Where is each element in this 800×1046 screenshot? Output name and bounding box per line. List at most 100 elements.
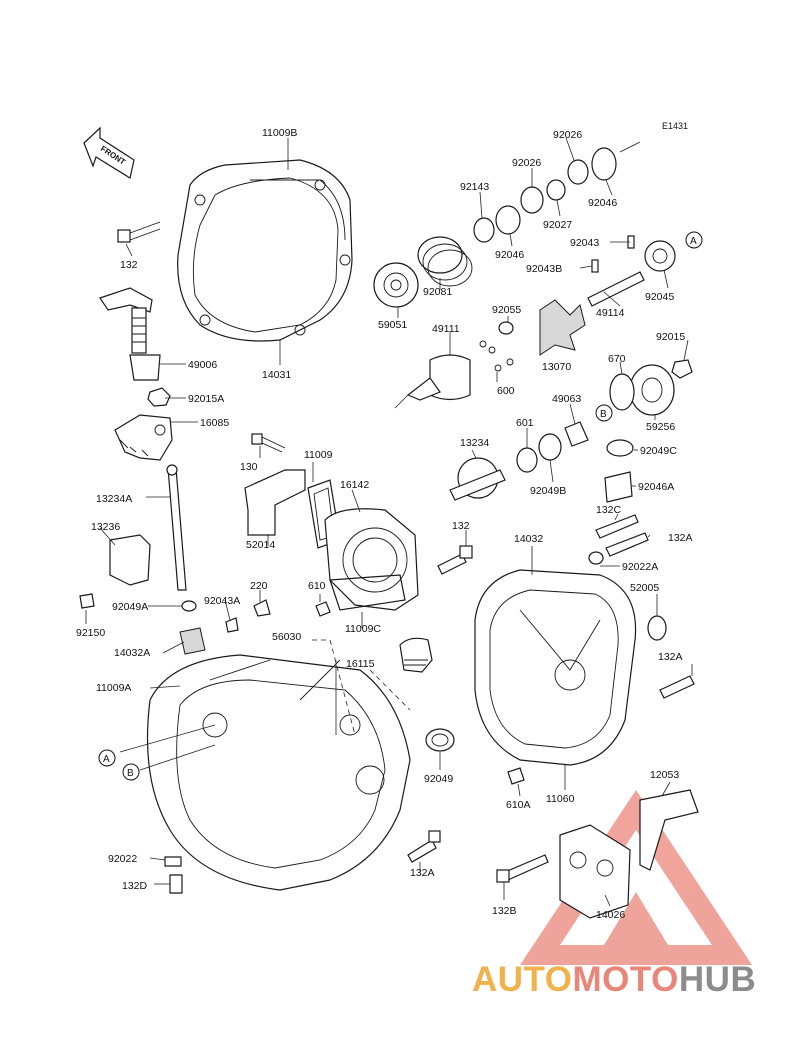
bolt-132A-a	[605, 532, 649, 557]
label-92026: 92026	[512, 157, 541, 169]
label-132: 132	[120, 259, 138, 271]
label-132D: 132D	[122, 880, 148, 892]
bearing-92046b	[591, 147, 617, 181]
label-92022A: 92022A	[622, 561, 658, 573]
label-49114: 49114	[596, 307, 625, 319]
seal-601	[516, 447, 538, 473]
nut-132-pump	[459, 545, 473, 559]
label-92150: 92150	[76, 627, 105, 639]
dowel-610	[315, 601, 331, 617]
label-610A: 610A	[506, 799, 531, 811]
guard-14026	[559, 824, 631, 919]
spring-92081	[417, 236, 473, 287]
bolt-132A-b	[659, 675, 695, 699]
label-49006: 49006	[188, 359, 217, 371]
clutch-outer-cover	[474, 569, 637, 766]
label-92045: 92045	[645, 291, 674, 303]
watermark-moto: MOTO	[572, 960, 679, 999]
label-13234A: 13234A	[96, 493, 132, 505]
bolt-132	[117, 221, 161, 243]
seal-92049C	[606, 439, 634, 457]
oring-92055	[498, 321, 514, 335]
label-56030: 56030	[272, 631, 301, 643]
label-92046-right: 92046	[588, 197, 617, 209]
label-132A-b: 132A	[658, 651, 683, 663]
label-14026: 14026	[596, 909, 625, 921]
washer-92022	[164, 856, 182, 867]
bearing-92046a	[495, 205, 521, 235]
label-14032A: 14032A	[114, 647, 150, 659]
label-92049C: 92049C	[640, 445, 677, 457]
pin-92043B	[591, 259, 599, 273]
leader-lines	[85, 137, 693, 907]
pump-cover	[324, 508, 419, 611]
bearing-92049B	[538, 433, 562, 461]
callout-B-left: B	[122, 763, 140, 781]
label-92043A: 92043A	[204, 595, 240, 607]
bolt-132A-lower	[407, 839, 437, 863]
washer-92143	[473, 217, 495, 243]
callout-B-right: B	[595, 404, 613, 422]
svg-text:A: A	[690, 236, 697, 247]
label-52005: 52005	[630, 582, 659, 594]
label-132A-lower: 132A	[410, 867, 435, 879]
label-132-pump: 132	[452, 520, 470, 532]
label-11009C: 11009C	[345, 623, 381, 635]
label-601: 601	[516, 417, 534, 429]
pump-gear-59051	[373, 262, 419, 308]
bolt-92150	[79, 593, 95, 609]
nut-92015	[671, 359, 693, 379]
watermark-text: AUTOMOTOHUB	[472, 960, 756, 1000]
bolt-132C	[595, 514, 639, 539]
label-132C: 132C	[596, 504, 622, 516]
label-49063: 49063	[552, 393, 581, 405]
pipe-52014	[244, 469, 306, 536]
part-labels: 11009B 132 14031 49006 92015A 16085 130 …	[76, 127, 693, 921]
bearing-92046A	[604, 471, 633, 503]
label-52014: 52014	[246, 539, 275, 551]
ratchet-gear	[114, 414, 173, 461]
plug-14032A	[179, 627, 206, 655]
label-92055: 92055	[492, 304, 521, 316]
label-610: 610	[308, 580, 326, 592]
label-132B: 132B	[492, 905, 517, 917]
label-92015A: 92015A	[188, 393, 224, 405]
label-59256: 59256	[646, 421, 675, 433]
label-13236: 13236	[91, 521, 120, 533]
bolt-132D	[169, 874, 183, 894]
gear-holder	[109, 534, 151, 586]
label-11009A: 11009A	[96, 682, 131, 694]
diagram-code: E1431	[662, 121, 688, 131]
label-92049: 92049	[424, 773, 453, 785]
impeller-13070	[539, 299, 586, 356]
right-crankcase-cover	[146, 654, 411, 891]
label-12053: 12053	[650, 769, 679, 781]
seal-52005	[647, 615, 667, 641]
svg-text:B: B	[127, 768, 134, 779]
label-92046A: 92046A	[638, 481, 674, 493]
callout-A-left: A	[98, 749, 116, 767]
seal-92049	[425, 728, 455, 752]
svg-text:B: B	[600, 409, 607, 420]
label-13070: 13070	[542, 361, 571, 373]
bearing-92045	[644, 240, 676, 272]
label-59051: 59051	[378, 319, 407, 331]
label-14031: 14031	[262, 369, 291, 381]
label-92043: 92043	[570, 237, 599, 249]
guide-12053	[639, 789, 699, 871]
label-92081: 92081	[423, 286, 452, 298]
label-92049B: 92049B	[530, 485, 566, 497]
washer-92027	[546, 179, 566, 201]
label-92049A: 92049A	[112, 601, 148, 613]
label-220: 220	[250, 580, 268, 592]
clutch-cover	[177, 159, 353, 342]
dowel-92043A	[225, 617, 239, 633]
gasket-11009C	[329, 574, 406, 611]
kick-shaft	[99, 287, 161, 381]
oil-cap-16115	[399, 637, 433, 673]
label-92015: 92015	[656, 331, 685, 343]
label-49111: 49111	[432, 323, 460, 335]
gear-13234	[449, 457, 506, 501]
kick-shaft-13234A	[166, 464, 187, 591]
